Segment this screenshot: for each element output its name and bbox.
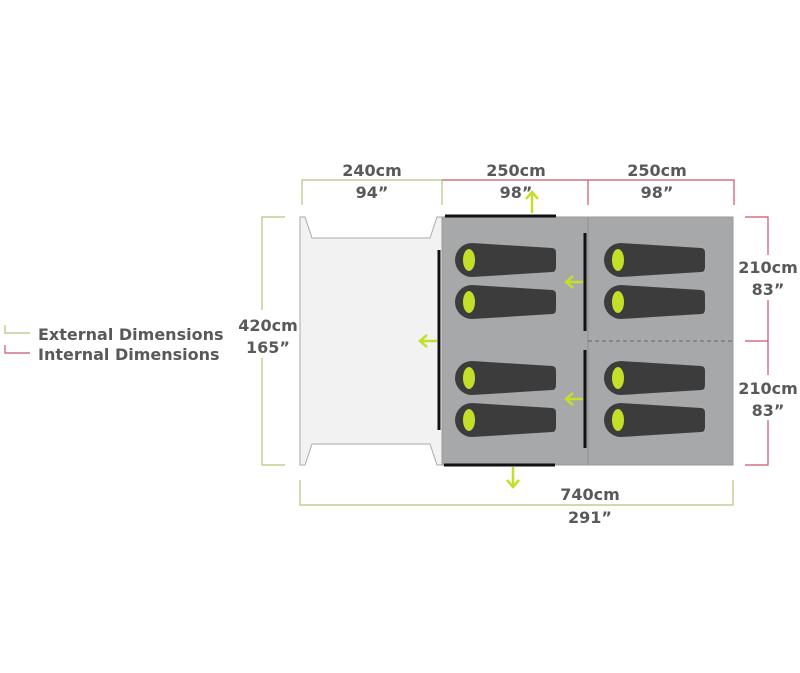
arrow-left-icon xyxy=(564,275,583,289)
internal-legend-swatch xyxy=(4,345,30,354)
pillow-icon xyxy=(463,291,475,313)
legend-internal: Internal Dimensions xyxy=(38,345,220,364)
bedroom-bottom-in: 83” xyxy=(752,401,785,420)
sleeping-bag-icon xyxy=(604,361,705,395)
pillow-icon xyxy=(463,409,475,431)
bedroom-top-cm: 210cm xyxy=(738,258,798,277)
room2-width-in: 98” xyxy=(641,183,674,202)
arrow-left-icon xyxy=(418,334,437,348)
sleeping-bag-icon xyxy=(604,403,705,437)
bedroom-bottom-cm: 210cm xyxy=(738,379,798,398)
legend: External Dimensions Internal Dimensions xyxy=(4,325,223,364)
total-length-cm: 740cm xyxy=(560,485,620,504)
porch-width-cm: 240cm xyxy=(342,161,402,180)
height-cm: 420cm xyxy=(238,316,298,335)
arrow-down-icon xyxy=(506,467,520,489)
entrance-arrows xyxy=(418,190,583,489)
legend-external: External Dimensions xyxy=(38,325,223,344)
height-in: 165” xyxy=(246,338,290,357)
sleeping-bag-icon xyxy=(455,361,556,395)
pillow-icon xyxy=(612,409,624,431)
room2-width-cm: 250cm xyxy=(627,161,687,180)
room1-width-in: 98” xyxy=(500,183,533,202)
sleeping-bag-icon xyxy=(604,285,705,319)
pillow-icon xyxy=(612,291,624,313)
sleeping-bag-icon xyxy=(455,243,556,277)
pillow-icon xyxy=(612,249,624,271)
arrow-left-icon xyxy=(564,392,583,406)
room1-width-cm: 250cm xyxy=(486,161,546,180)
external-legend-swatch xyxy=(4,325,30,334)
sleeping-bag-icon xyxy=(455,403,556,437)
sleeping-bag-icon xyxy=(604,243,705,277)
pillow-icon xyxy=(463,249,475,271)
pillow-icon xyxy=(463,367,475,389)
bedroom-top-in: 83” xyxy=(752,280,785,299)
total-length-in: 291” xyxy=(568,508,612,527)
sleeping-bag-icon xyxy=(455,285,556,319)
sleeping-bags xyxy=(455,243,705,437)
porch-width-in: 94” xyxy=(356,183,389,202)
dimension-lines xyxy=(261,179,769,506)
pillow-icon xyxy=(612,367,624,389)
arrow-up-icon xyxy=(525,190,539,213)
doors xyxy=(437,214,587,467)
